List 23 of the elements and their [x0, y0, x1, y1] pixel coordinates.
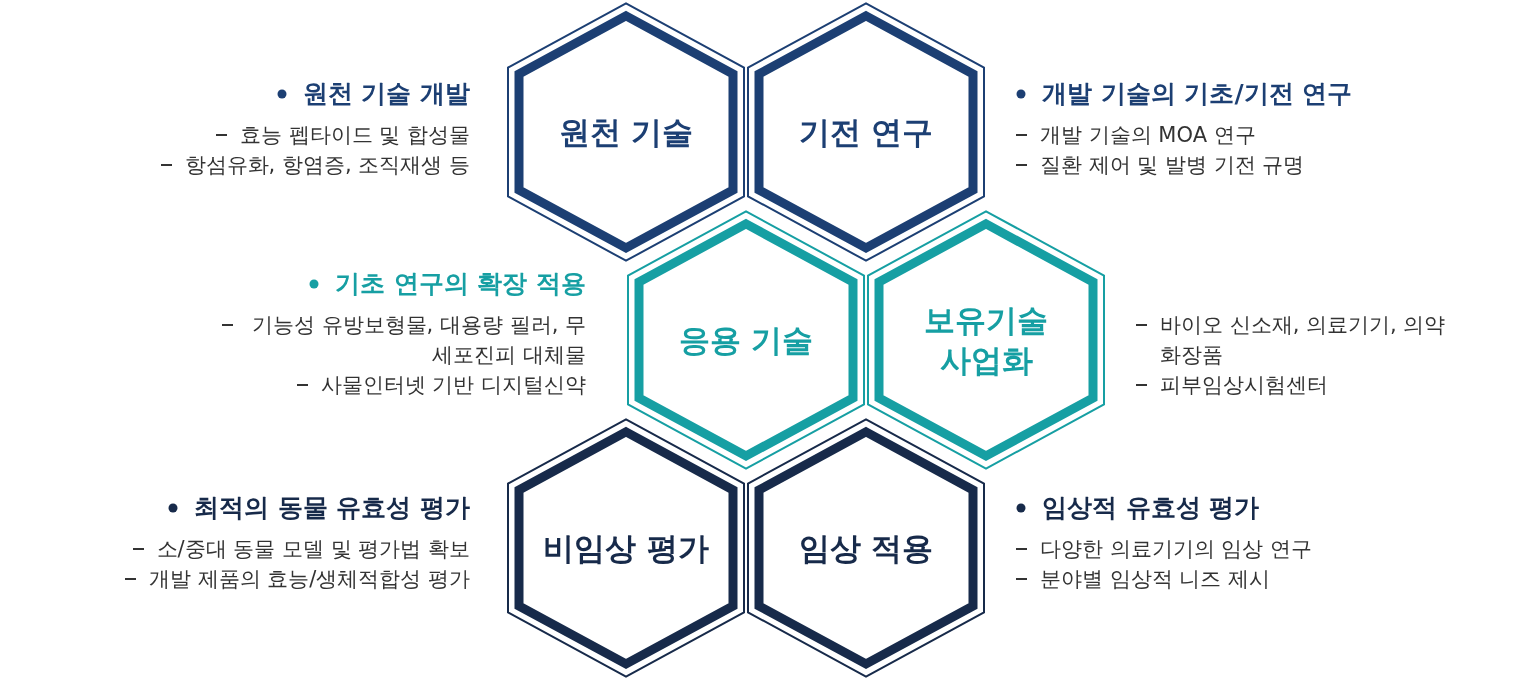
- bullet-heading: 기초 연구의 확장 적용: [334, 269, 586, 298]
- tile-label: 기전 연구: [797, 113, 935, 152]
- bullet-item: 개발 기술의 MOA 연구: [1040, 123, 1256, 147]
- bullet-item: 효능 펩타이드 및 합성물: [239, 123, 470, 147]
- bullet-item: 질환 제어 및 발병 기전 규명: [1040, 153, 1305, 177]
- bullet-item: 항섬유화, 항염증, 조직재생 등: [184, 153, 470, 177]
- bullet-heading: 임상적 유효성 평가: [1042, 493, 1260, 522]
- tile-label: 비임상 평가: [542, 529, 710, 568]
- bullet-item: 피부임상시험센터: [1160, 373, 1328, 397]
- bullet-item: 개발 제품의 효능/생체적합성 평가: [148, 567, 470, 591]
- bullet-item: 분야별 임상적 니즈 제시: [1040, 567, 1271, 591]
- tile-label: 보유기술 사업화: [923, 301, 1049, 380]
- bullet-heading: 원천 기술 개발: [302, 79, 470, 108]
- tile-label: 원천 기술: [557, 113, 695, 152]
- tile-label: 임상 적용: [797, 529, 935, 568]
- bullet-item: 다양한 의료기기의 임상 연구: [1040, 537, 1313, 561]
- bullet-item: 바이오 신소재, 의료기기, 의약화장품: [1160, 313, 1446, 367]
- bullet-heading: 최적의 동물 유효성 평가: [193, 493, 470, 522]
- bullet-item: 기능성 유방보형물, 대용량 필러, 무세포진피 대체물: [251, 313, 586, 367]
- bullet-heading: 개발 기술의 기초/기전 연구: [1042, 79, 1353, 108]
- bullet-item: 사물인터넷 기반 디지털신약: [320, 373, 586, 397]
- bullet-item: 소/중대 동물 모델 및 평가법 확보: [156, 537, 470, 561]
- tile-label: 응용 기술: [677, 321, 815, 360]
